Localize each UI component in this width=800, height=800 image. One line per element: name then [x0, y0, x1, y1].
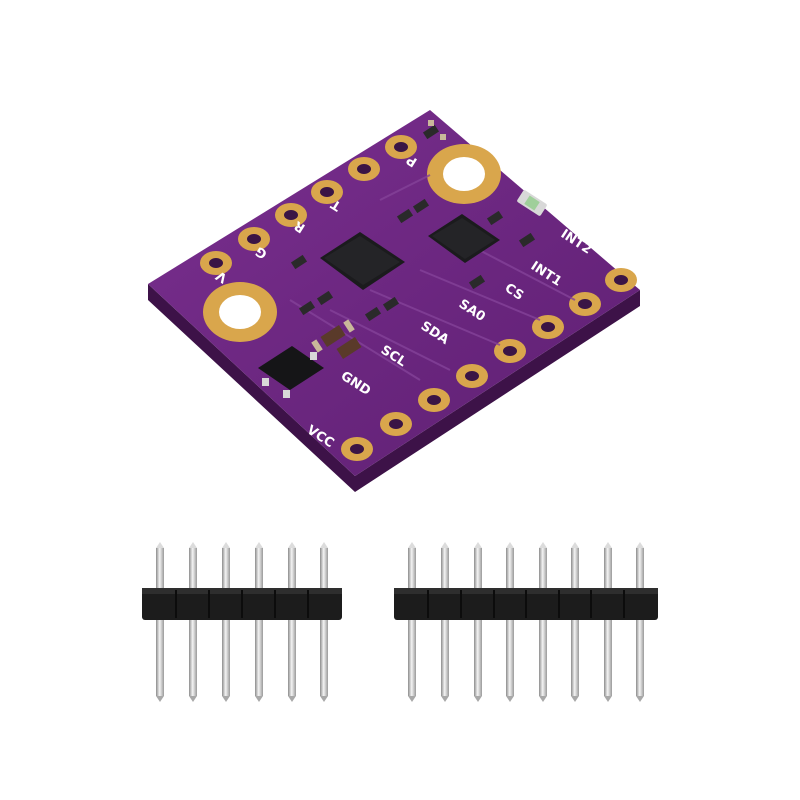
bottom-pad-row [341, 268, 637, 461]
pad [311, 180, 343, 204]
header-pins [408, 542, 644, 702]
mounting-hole-left [203, 282, 277, 342]
pad [380, 412, 412, 436]
pad [532, 315, 564, 339]
pad [348, 157, 380, 181]
voltage-regulator [258, 346, 324, 398]
pad [200, 251, 232, 275]
pad [418, 388, 450, 412]
pad [238, 227, 270, 251]
pad [341, 437, 373, 461]
board-edge [148, 284, 640, 492]
pin-header-8 [394, 542, 658, 702]
pad [385, 135, 417, 159]
header-plastic [394, 588, 658, 620]
pad [275, 203, 307, 227]
pad [569, 292, 601, 316]
header-pins [156, 542, 328, 702]
pin-header-6 [142, 542, 342, 702]
sensor-chip-secondary [428, 214, 500, 263]
pad [605, 268, 637, 292]
top-pad-row [200, 135, 417, 275]
header-plastic [142, 588, 342, 620]
sensor-chip-main [320, 232, 405, 290]
pad [456, 364, 488, 388]
mounting-hole-right [427, 144, 501, 204]
board-surface [148, 110, 640, 476]
passive-components [290, 120, 536, 360]
breakout-board: VCC GND SCL SDA SA0 CS INT1 INT2 V G R T… [148, 110, 640, 492]
pad [494, 339, 526, 363]
status-led [517, 190, 547, 216]
